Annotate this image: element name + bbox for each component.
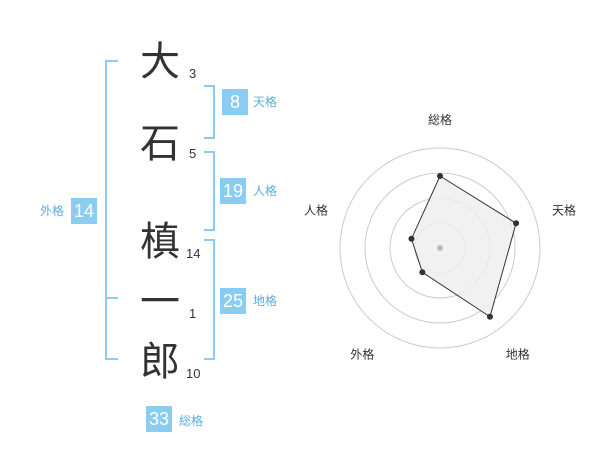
stroke-count-2: 5 — [189, 146, 197, 161]
stroke-count-1: 3 — [189, 66, 197, 81]
radar-point-1 — [437, 173, 443, 179]
gaikaku-value: 14 — [71, 198, 98, 224]
stroke-count-5: 10 — [186, 366, 201, 381]
radar-axis-label-chikaku: 地格 — [506, 347, 530, 362]
jinkaku-value: 19 — [220, 178, 247, 204]
name-char-5: 郎 — [140, 339, 180, 385]
radar-polygon — [410, 175, 517, 318]
chikaku-value: 25 — [220, 288, 247, 314]
radar-point-2 — [513, 220, 520, 227]
radar-axis-label-soukaku: 総格 — [428, 112, 452, 127]
name-char-3: 槙 — [140, 219, 180, 265]
name-char-1: 大 — [140, 39, 180, 85]
tenkaku-label: 天格 — [253, 95, 278, 109]
stroke-count-4: 1 — [189, 306, 197, 321]
chikaku-bracket — [204, 239, 215, 360]
radar-point-5 — [408, 235, 415, 242]
radar-point-4 — [419, 269, 426, 276]
gaikaku-label: 外格 — [40, 204, 65, 218]
radar-axis-label-jinkaku: 人格 — [304, 202, 328, 217]
radar-points — [408, 173, 520, 320]
radar-ring-4 — [339, 147, 541, 349]
radar-axis-label-tenkaku: 天格 — [552, 202, 576, 217]
name-char-4: 一 — [140, 279, 180, 325]
jinkaku-label: 人格 — [253, 184, 278, 198]
radar-point-3 — [486, 313, 493, 320]
radar-center — [437, 245, 443, 251]
name-char-2: 石 — [140, 121, 180, 167]
tenkaku-value: 8 — [222, 89, 248, 115]
soukaku-label: 総格 — [179, 414, 204, 428]
radar-chart: 総格 天格 地格 外格 人格 — [304, 112, 576, 362]
chikaku-label: 地格 — [253, 294, 278, 308]
tenkaku-bracket — [204, 85, 215, 139]
radar-axis-label-gaikaku: 外格 — [350, 347, 374, 362]
stroke-count-3: 14 — [186, 246, 201, 261]
jinkaku-bracket — [204, 151, 215, 231]
soukaku-value: 33 — [146, 406, 173, 432]
gaikaku-bracket — [105, 60, 118, 360]
